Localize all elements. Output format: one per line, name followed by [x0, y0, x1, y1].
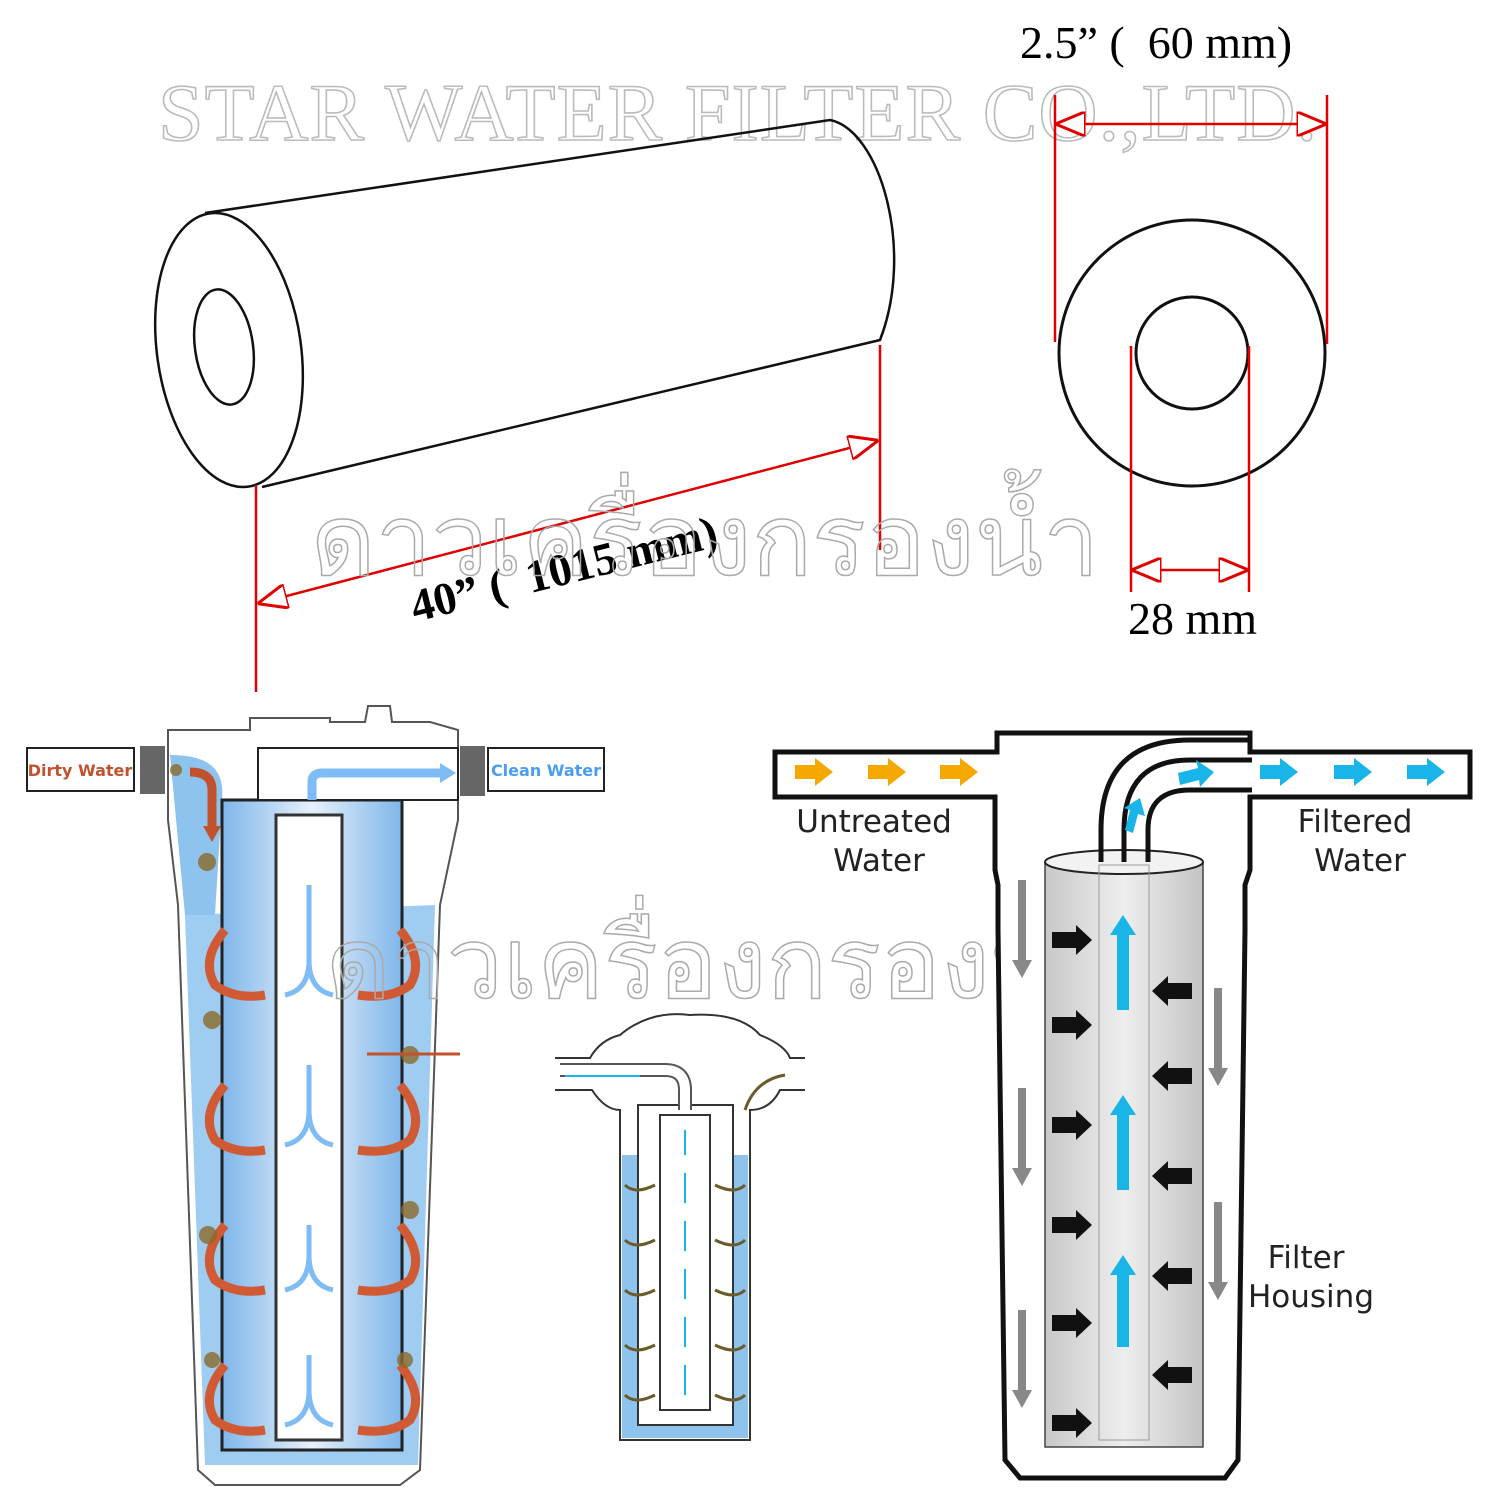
untreated-line2: Water — [833, 843, 925, 879]
thai-watermark-bottom: ดาวเครื่องกรองน้ำ — [326, 892, 1115, 1022]
middle-flow-arrows — [565, 1075, 686, 1395]
dimension-lines — [256, 95, 1329, 692]
untreated-line1: Untreated — [796, 804, 952, 840]
clean-flow-arrows — [284, 885, 334, 1428]
thai-watermark-top: ดาวเครื่องกรองน้ำ — [311, 469, 1100, 599]
right-housing-diagram — [772, 730, 1473, 1481]
housing-line2: Housing — [1248, 1279, 1374, 1315]
inner-diameter-label: 28 mm — [1128, 593, 1257, 644]
clean-water-label: Clean Water — [491, 761, 601, 780]
dirty-water-label: Dirty Water — [28, 761, 133, 780]
filtered-line2: Water — [1314, 843, 1406, 879]
filtered-line1: Filtered — [1298, 804, 1413, 840]
left-housing-diagram: Dirty Water Clean Water — [26, 705, 605, 1486]
cartridge-end-view — [1057, 218, 1327, 488]
outer-diameter-label: 2.5” ( 60 mm) — [1020, 17, 1292, 68]
untreated-water-label: Untreated Water — [796, 804, 961, 879]
company-watermark: STAR WATER FILTER CO.,LTD. — [158, 67, 1318, 158]
filtered-water-label: Filtered Water — [1298, 804, 1423, 879]
housing-line1: Filter — [1268, 1240, 1345, 1276]
middle-housing-diagram — [555, 1013, 805, 1441]
clean-water-label-box — [487, 747, 605, 792]
filter-housing-label: Filter Housing — [1248, 1240, 1374, 1315]
cartridge-side-view — [153, 118, 896, 489]
dirty-water-label-box — [26, 747, 135, 792]
